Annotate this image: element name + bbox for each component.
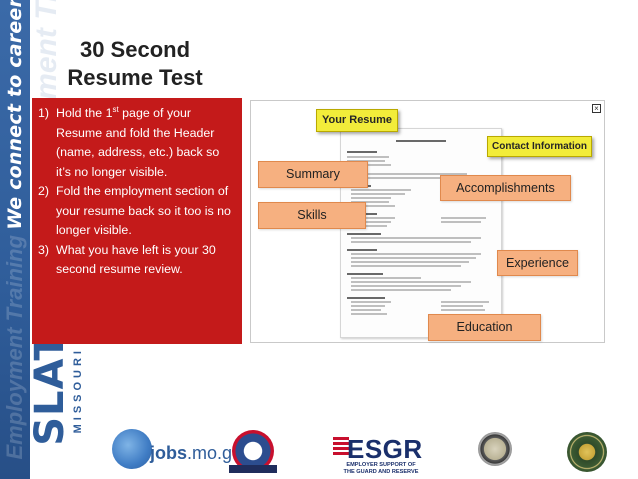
missouri-logo: MISSOURI	[70, 330, 86, 450]
instruction-step-2: 2) Fold the employment section of your r…	[38, 182, 234, 241]
step-number: 1)	[38, 106, 50, 120]
brand-tagline-text: We connect to careers.	[4, 0, 26, 230]
step1-sup: st	[112, 104, 119, 114]
brand-ghost-text: Employment Training	[2, 235, 28, 479]
resume-text-line	[351, 225, 387, 227]
step-text: Fold the employment section of your resu…	[56, 184, 231, 237]
resume-heading-line	[347, 233, 381, 235]
resume-heading-line	[347, 297, 385, 299]
your-resume-label: Your Resume	[316, 109, 398, 132]
close-icon[interactable]: ×	[592, 104, 601, 113]
education-callout: Education	[428, 314, 541, 341]
esgr-subtitle-2: THE GUARD AND RESERVE	[343, 469, 419, 475]
globe-icon	[112, 429, 152, 469]
resume-text-line	[351, 257, 476, 259]
brand-tagline: We connect to careers.	[3, 0, 27, 230]
resume-text-line	[351, 189, 411, 191]
accomplishments-callout: Accomplishments	[440, 175, 571, 201]
resume-text-line	[347, 156, 389, 158]
resume-text-line	[351, 193, 405, 195]
resume-text-line	[441, 305, 483, 307]
jobs-prefix: jobs	[150, 443, 188, 463]
resume-text-line	[351, 253, 481, 255]
esgr-subtitle-1: EMPLOYER SUPPORT OF	[346, 462, 416, 468]
resume-name-line	[396, 140, 446, 142]
brand-side-band: We connect to careers. Employment Traini…	[0, 0, 30, 479]
esgr-title: ESGR	[347, 434, 423, 464]
resume-text-line	[351, 281, 471, 283]
resume-text-line	[351, 221, 391, 223]
seal-ribbon	[229, 465, 277, 473]
mayor-seal-icon	[478, 432, 512, 466]
jobs-mo-gov-logo: jobs.mo.gov	[112, 429, 251, 471]
resume-text-line	[351, 205, 395, 207]
instruction-step-1: 1) Hold the 1st page of your Resume and …	[38, 104, 234, 182]
resume-text-line	[351, 309, 381, 311]
resume-page-image	[340, 128, 502, 338]
resume-text-line	[351, 265, 461, 267]
step-number: 2)	[38, 184, 50, 198]
missouri-logo-text: MISSOURI	[72, 346, 84, 434]
instructions-box: 1) Hold the 1st page of your Resume and …	[32, 98, 242, 344]
instruction-step-3: 3) What you have left is your 30 second …	[38, 241, 234, 280]
resume-text-line	[351, 197, 391, 199]
resume-text-line	[441, 301, 489, 303]
resume-text-line	[347, 177, 457, 179]
national-guard-seal-icon	[567, 432, 607, 472]
resume-text-line	[351, 289, 451, 291]
resume-text-line	[347, 164, 391, 166]
slide-title-line1: 30 Second	[79, 37, 191, 62]
resume-text-line	[351, 261, 469, 263]
step1-pre: Hold the 1	[56, 106, 113, 120]
resume-text-line	[441, 309, 485, 311]
resume-text-line	[347, 173, 467, 175]
resume-heading-line	[347, 151, 377, 153]
resume-heading-line	[347, 273, 383, 275]
step-text: What you have left is your 30 second res…	[56, 242, 216, 277]
brand-ghost-words: Employment Training	[2, 235, 27, 460]
resume-text-line	[351, 301, 391, 303]
resume-text-line	[441, 221, 481, 223]
resume-text-line	[351, 237, 481, 239]
resume-text-line	[351, 313, 387, 315]
resume-text-line	[351, 241, 471, 243]
resume-text-line	[351, 217, 395, 219]
contact-information-label: Contact Information	[487, 136, 592, 157]
summary-callout: Summary	[258, 161, 368, 188]
flag-icon	[333, 437, 349, 457]
step-text: Hold the 1st page of your Resume and fol…	[56, 104, 234, 182]
step-number: 3)	[38, 242, 50, 257]
resume-text-line	[351, 277, 421, 279]
resume-text-line	[351, 305, 385, 307]
slide-title-line2: Resume Test	[67, 65, 203, 90]
resume-heading-line	[347, 249, 377, 251]
experience-callout: Experience	[497, 250, 578, 276]
step1-post: page of your Resume and fold the Header …	[56, 106, 220, 179]
esgr-logo: ESGR EMPLOYER SUPPORT OF THE GUARD AND R…	[333, 434, 429, 475]
resume-text-line	[351, 201, 389, 203]
resume-text-line	[441, 217, 486, 219]
slide-title: 30 Second Resume Test	[40, 36, 230, 92]
resume-text-line	[351, 285, 461, 287]
skills-callout: Skills	[258, 202, 366, 229]
